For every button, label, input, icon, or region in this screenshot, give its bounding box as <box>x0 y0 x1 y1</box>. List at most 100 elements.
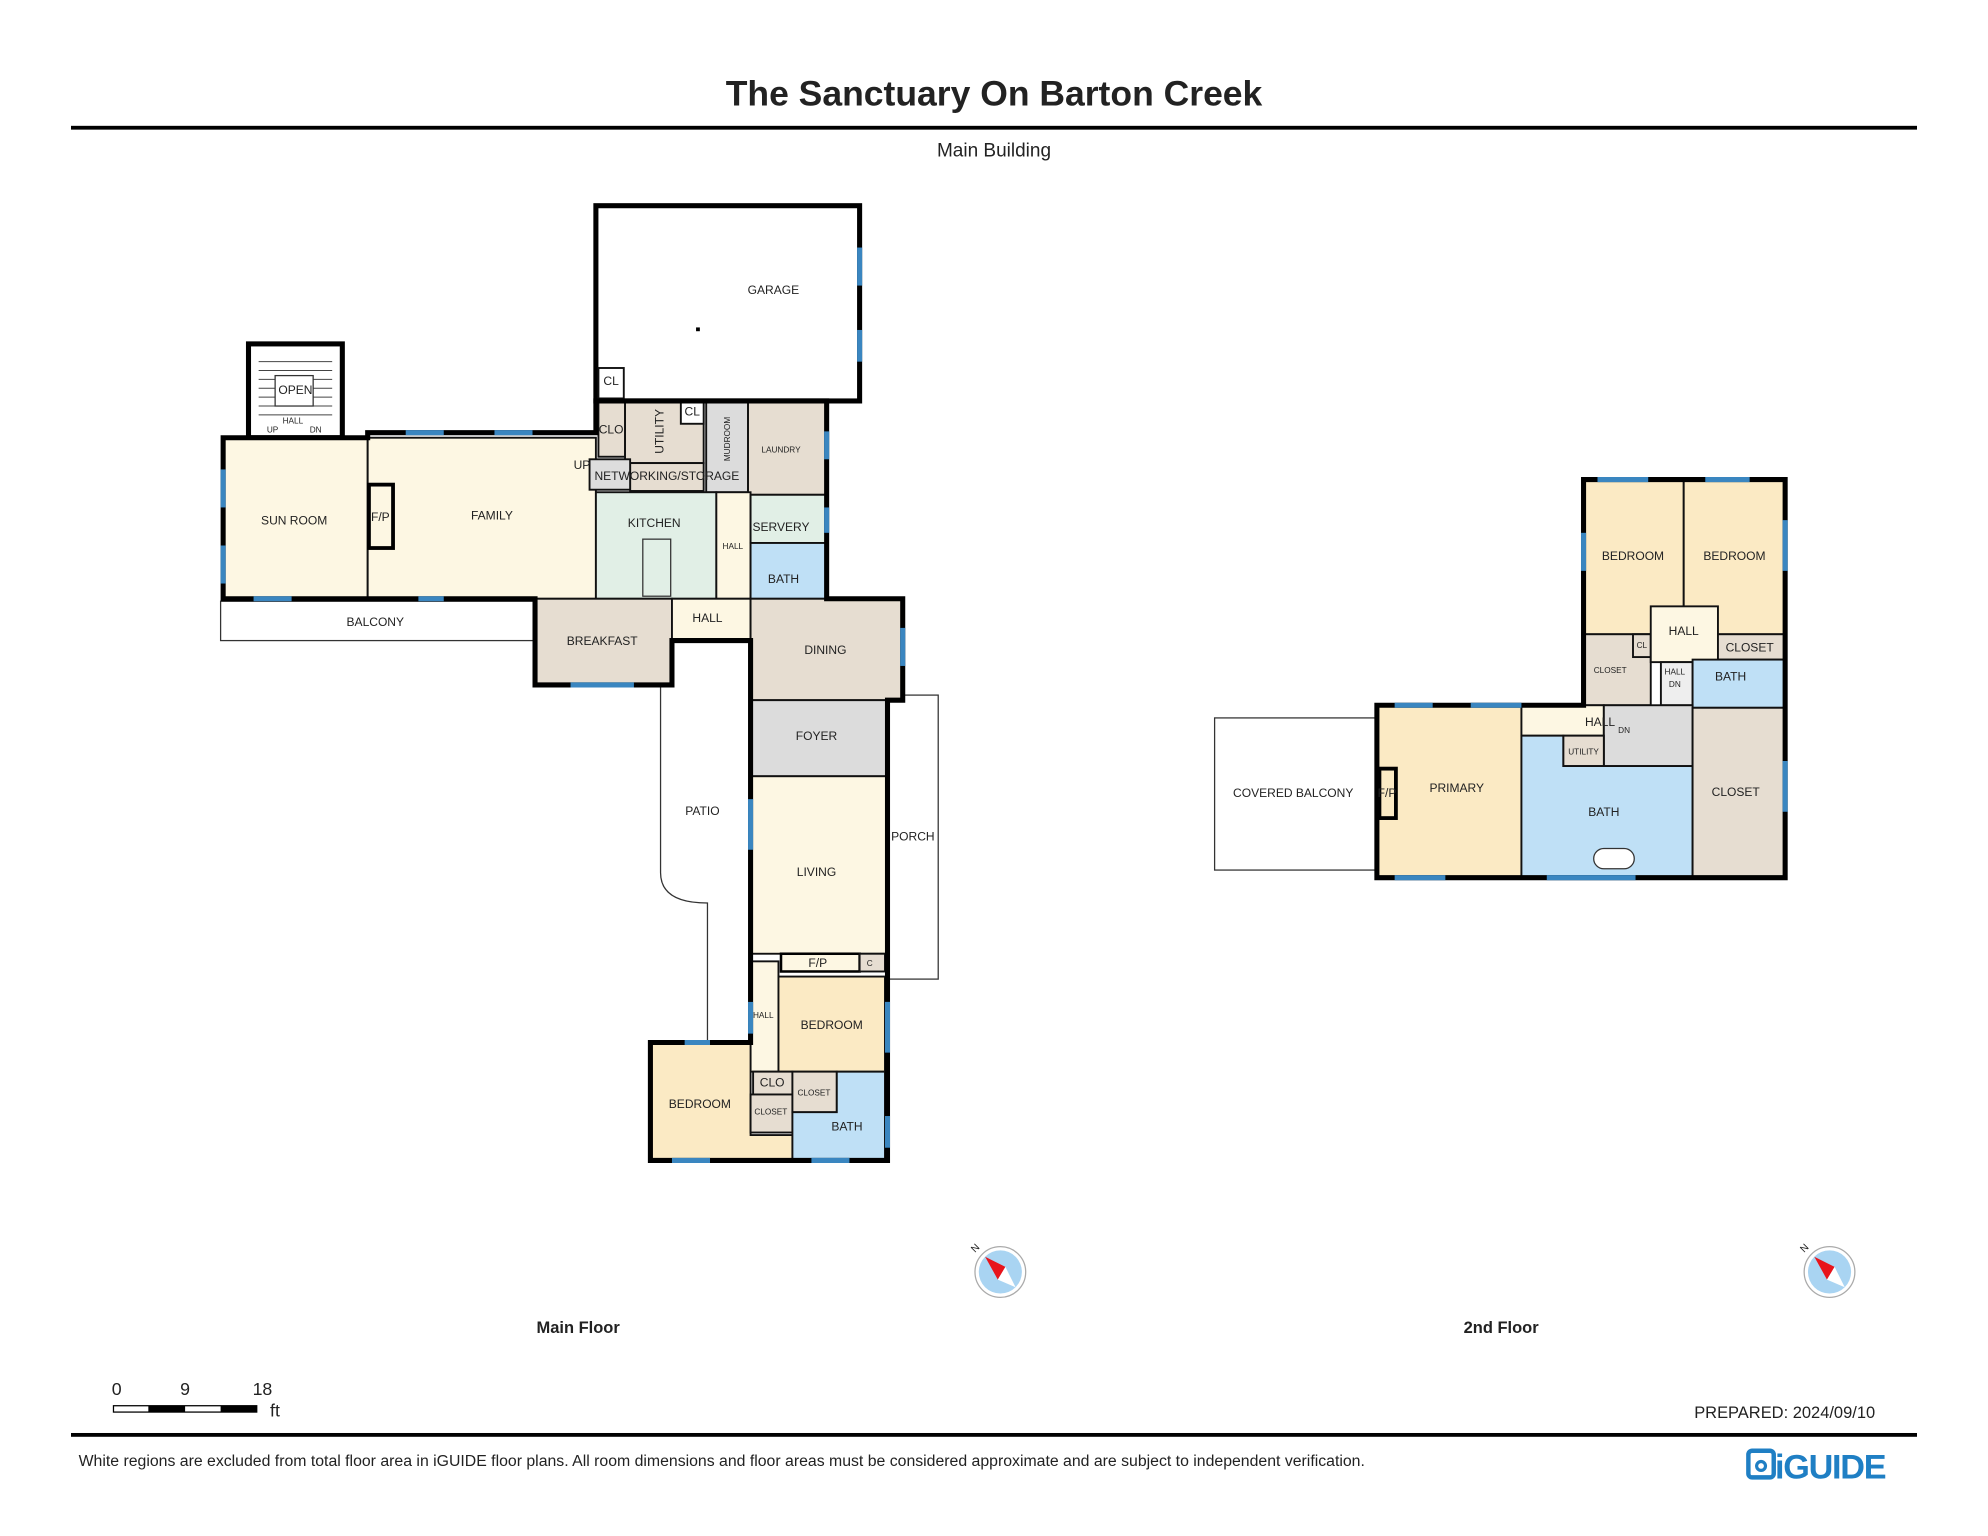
fireplace <box>367 482 395 550</box>
stair-opening <box>274 374 314 407</box>
prepared-date: PREPARED: 2024/09/10 <box>1694 1404 1875 1422</box>
scale-unit: ft <box>270 1401 280 1421</box>
label-c: C <box>867 959 873 968</box>
label-sun-room: SUN ROOM <box>261 514 327 528</box>
label-bath1: BATH <box>768 572 799 586</box>
hall-2nd-1 <box>1649 605 1719 664</box>
label-hall2: HALL <box>692 611 722 625</box>
label-clo2: CLO <box>760 1075 785 1089</box>
iguide-logo: iGUIDE <box>1746 1448 1887 1487</box>
compass-north-label: N <box>969 1242 982 1255</box>
label-stair-dn: DN <box>310 425 322 434</box>
label-utility-2nd: UTILITY <box>1568 747 1599 756</box>
utility-2nd <box>1562 734 1605 768</box>
closet-2nd-3 <box>1691 706 1787 879</box>
label-hall-2nd-2: HALL <box>1585 715 1615 729</box>
label-closet2: CLOSET <box>797 1088 830 1097</box>
main-floor-plan: OPEN HALL UP DN SUN ROOM F/P FAMILY BALC… <box>219 203 939 1163</box>
laundry <box>747 400 828 496</box>
label-kitchen: KITCHEN <box>628 516 681 530</box>
label-closet1: CLOSET <box>754 1107 787 1116</box>
closet-main-1 <box>749 1093 794 1134</box>
second-floor-plan: COVERED BALCONY F/P PRIMARY BEDROOM BEDR… <box>1213 477 1788 881</box>
bathtub <box>1593 847 1635 870</box>
label-breakfast: BREAKFAST <box>567 634 639 648</box>
bath-main-1 <box>749 542 828 600</box>
label-balcony: BALCONY <box>347 615 405 629</box>
label-open: OPEN <box>278 383 312 397</box>
title-divider <box>71 125 1917 130</box>
label-primary: PRIMARY <box>1429 781 1484 795</box>
windows-2nd <box>1394 477 1788 881</box>
stairs-2nd <box>1602 704 1694 768</box>
label-living: LIVING <box>797 865 836 879</box>
primary-bedroom <box>1375 704 1523 879</box>
porch <box>886 694 939 980</box>
label-stair-up: UP <box>267 425 279 434</box>
label-closet-2nd-3: CLOSET <box>1712 785 1761 799</box>
label-utility: UTILITY <box>653 409 667 454</box>
label-dn1: DN <box>1669 680 1681 689</box>
label-bedroom-2nd-1: BEDROOM <box>1602 549 1664 563</box>
label-hall1: HALL <box>723 542 744 551</box>
compass-north-label: N <box>1799 1242 1812 1255</box>
label-laundry: LAUNDRY <box>761 446 801 455</box>
windows <box>220 247 906 1163</box>
stairs-up <box>588 458 632 491</box>
scale-bar: 0 9 18 ft <box>112 1379 280 1421</box>
label-bedroom2: BEDROOM <box>669 1097 731 1111</box>
compass-needle-icon <box>1814 1256 1835 1280</box>
label-foyer: FOYER <box>796 729 838 743</box>
compass-needle-icon <box>985 1256 1006 1280</box>
scale-tick-18: 18 <box>253 1379 273 1399</box>
label-dn2: DN <box>1618 726 1630 735</box>
scale-tick-9: 9 <box>180 1379 190 1399</box>
dining <box>749 597 904 702</box>
building-subtitle: Main Building <box>937 140 1051 161</box>
label-hall-2nd-1: HALL <box>1669 624 1699 638</box>
label-hall3: HALL <box>753 1011 774 1020</box>
page-title: The Sanctuary On Barton Creek <box>726 74 1263 114</box>
label-fp-2nd: F/P <box>1378 786 1397 800</box>
label-bedroom-2nd-2: BEDROOM <box>1703 549 1765 563</box>
kitchen-island <box>642 538 672 597</box>
label-dining: DINING <box>804 643 846 657</box>
label-servery: SERVERY <box>752 520 809 534</box>
label-cl-2nd: CL <box>1637 641 1648 650</box>
main-floor-label: Main Floor <box>537 1319 621 1337</box>
logo-text: iGUIDE <box>1775 1449 1886 1487</box>
compass-main-floor: N <box>969 1242 1027 1298</box>
closet-cl <box>597 367 625 400</box>
disclaimer: White regions are excluded from total fl… <box>79 1453 1365 1470</box>
label-porch: PORCH <box>891 829 934 843</box>
foyer <box>749 699 889 778</box>
compass-second-floor: N <box>1799 1242 1856 1298</box>
footer-divider <box>71 1432 1917 1437</box>
hall-central <box>671 597 752 642</box>
second-floor-label: 2nd Floor <box>1464 1319 1540 1337</box>
label-bedroom1: BEDROOM <box>801 1018 863 1032</box>
scale-tick-0: 0 <box>112 1379 122 1399</box>
label-bath-2nd-1: BATH <box>1715 670 1746 684</box>
covered-balcony <box>1213 717 1378 871</box>
patio <box>659 684 709 1043</box>
label-fp2: F/P <box>808 956 827 970</box>
label-stair-hall: HALL <box>283 416 304 425</box>
balcony <box>219 600 536 642</box>
label-patio: PATIO <box>685 804 719 818</box>
label-garage: GARAGE <box>748 283 799 297</box>
kitchen <box>594 491 718 600</box>
label-mudroom: MUDROOM <box>723 417 732 462</box>
servery <box>749 493 828 544</box>
label-up: UP <box>574 458 591 472</box>
label-fp: F/P <box>371 510 390 524</box>
label-bath-primary: BATH <box>1588 805 1619 819</box>
label-cl2: CL <box>685 405 701 419</box>
label-closet-2nd-1: CLOSET <box>1594 666 1627 675</box>
label-hall-dn: HALL <box>1665 667 1686 676</box>
label-family: FAMILY <box>471 509 513 523</box>
label-closet-2nd-2: CLOSET <box>1726 640 1775 654</box>
garage <box>593 203 863 404</box>
label-covered-balcony: COVERED BALCONY <box>1233 786 1353 800</box>
